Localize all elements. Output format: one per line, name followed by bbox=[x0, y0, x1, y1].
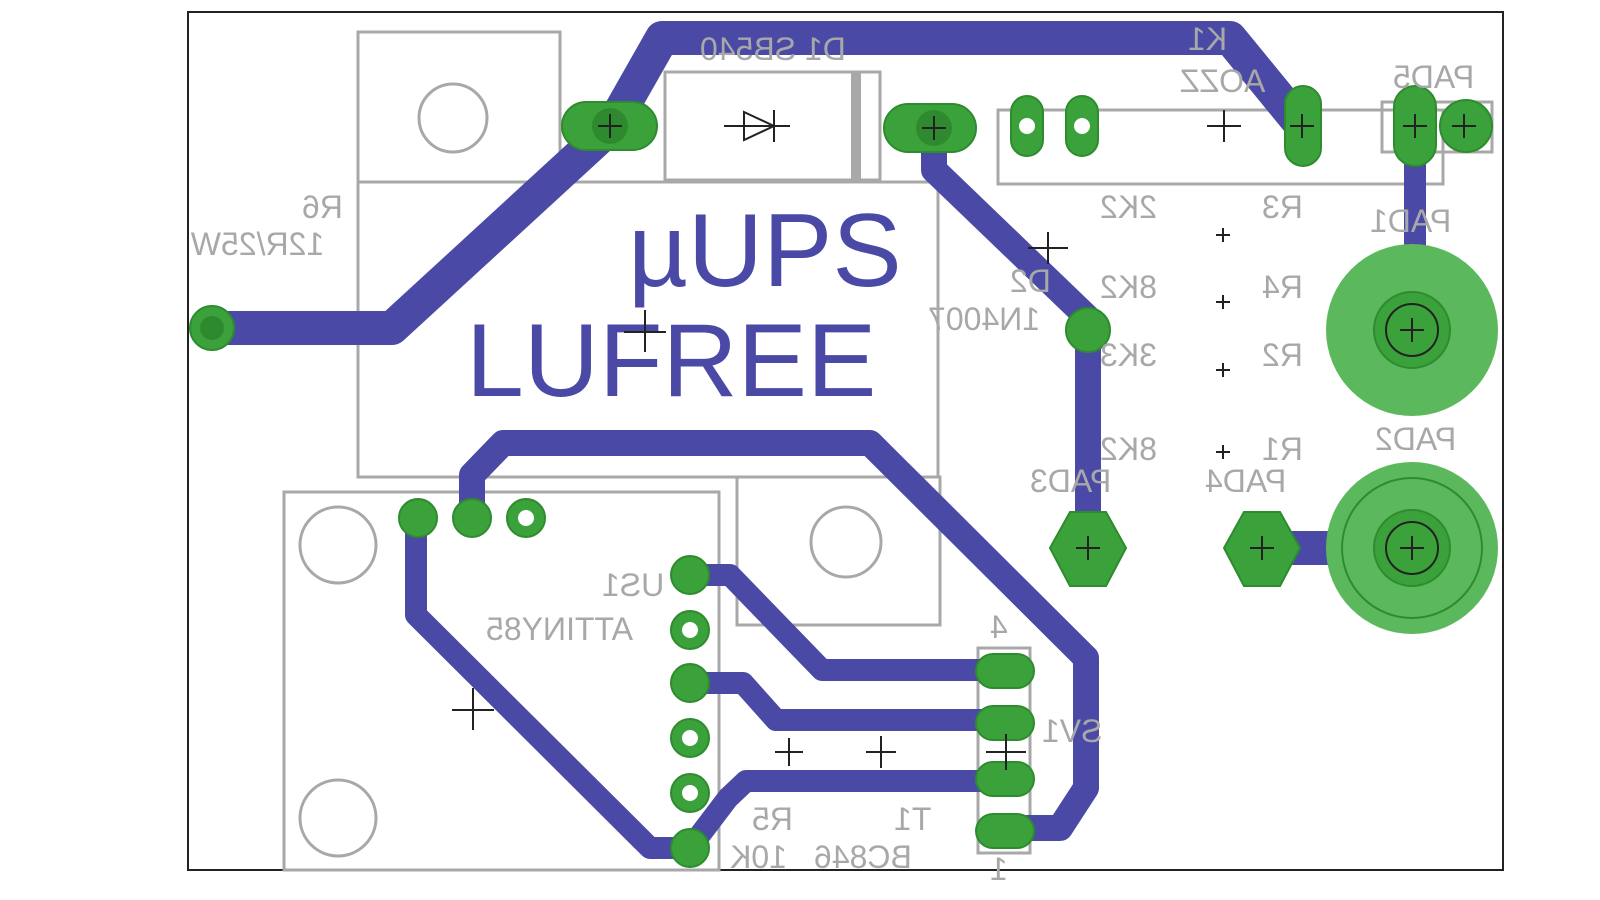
pad4-label: PAD4 bbox=[1205, 463, 1286, 499]
board-title-line2: LUFREE bbox=[466, 303, 876, 419]
sv1-label: SV1 bbox=[1042, 713, 1102, 749]
r3-value: 2K2 bbox=[1100, 189, 1157, 225]
us1-header-pad-2 bbox=[452, 498, 492, 538]
r4-value: 8K2 bbox=[1100, 269, 1157, 305]
us1-pin-1 bbox=[670, 555, 710, 595]
k1-value: AOZZ bbox=[1180, 63, 1265, 99]
sv1-pin1-label: 1 bbox=[990, 851, 1008, 887]
us1-value: ATTINY85 bbox=[486, 611, 633, 647]
t1-value: BC846 bbox=[814, 839, 912, 875]
d2-label: D2 bbox=[1010, 263, 1051, 299]
us1-label: US1 bbox=[602, 567, 664, 603]
us1-header-pad-1 bbox=[398, 498, 438, 538]
r2-label: R2 bbox=[1262, 337, 1303, 373]
r4-label: R4 bbox=[1262, 269, 1303, 305]
r1-value: 8K2 bbox=[1100, 431, 1157, 467]
d1-label: D1 SB540 bbox=[700, 31, 846, 67]
us1-pin-6 bbox=[670, 828, 710, 868]
us1-pin-3 bbox=[670, 663, 710, 703]
r5-label: R5 bbox=[752, 801, 793, 837]
origin-markers bbox=[452, 110, 1476, 770]
r3-label: R3 bbox=[1262, 189, 1303, 225]
pad3-label: PAD3 bbox=[1030, 463, 1111, 499]
r2-value: 3K3 bbox=[1100, 337, 1157, 373]
pad5-label: PAD5 bbox=[1393, 59, 1474, 95]
diode-symbol bbox=[724, 110, 790, 142]
sv1-pad-1 bbox=[975, 813, 1035, 849]
d2-pad bbox=[1065, 307, 1111, 353]
r6-value: 12R/25W bbox=[190, 226, 324, 262]
d2-value: 1N4007 bbox=[928, 301, 1040, 337]
t1-label: T1 bbox=[894, 801, 931, 837]
r1-label: R1 bbox=[1262, 431, 1303, 467]
pad1-label: PAD1 bbox=[1370, 203, 1451, 239]
pad2-label: PAD2 bbox=[1375, 421, 1456, 457]
k1-label: K1 bbox=[1188, 21, 1227, 57]
component-labels: D1 SB540 K1 AOZZ PAD5 PAD1 PAD2 PAD3 PAD… bbox=[190, 21, 1474, 887]
board-title-line1: µUPS bbox=[628, 193, 902, 309]
sv1-pin4-label: 4 bbox=[990, 609, 1008, 645]
sv1-pad-4 bbox=[975, 653, 1035, 689]
r6-label: R6 bbox=[302, 189, 343, 225]
r5-value: 10K bbox=[730, 839, 787, 875]
